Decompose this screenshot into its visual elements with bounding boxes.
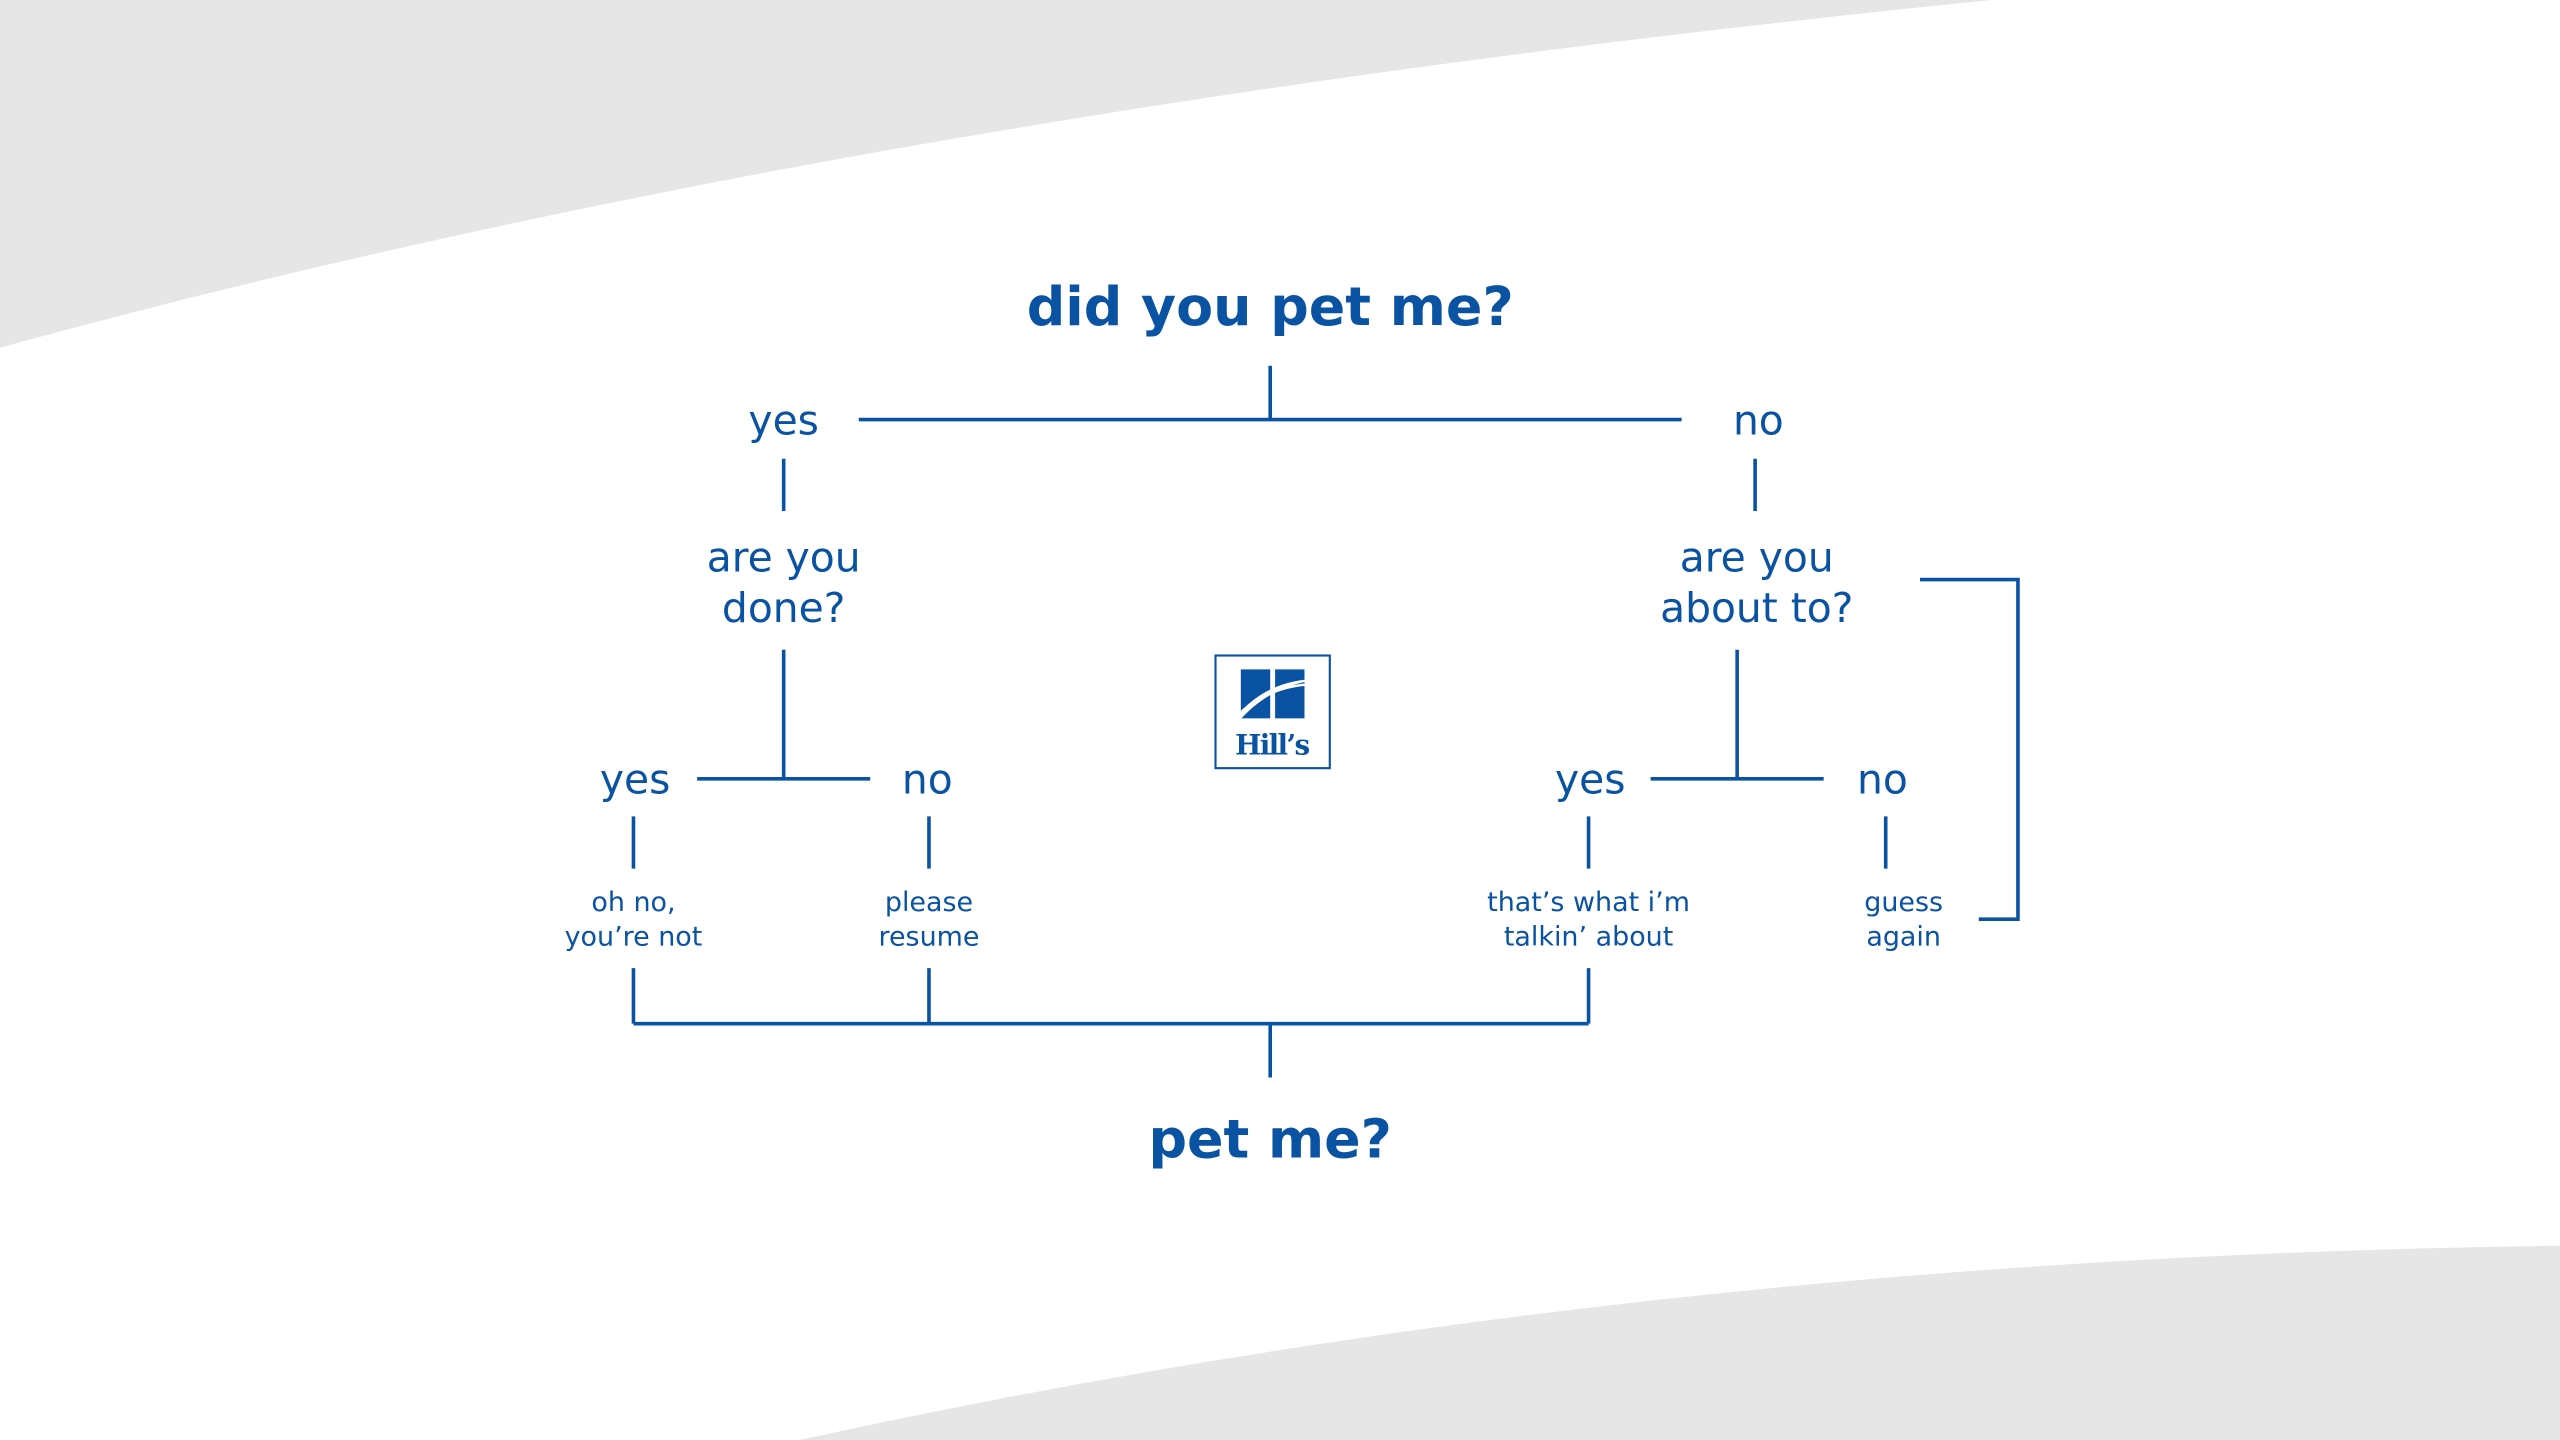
hills-logo-icon: Hill’s	[1214, 654, 1331, 770]
question-about-line2: about to?	[1660, 584, 1853, 632]
about-answer-yes: yes	[1555, 755, 1626, 803]
done-answer-yes: yes	[600, 755, 670, 803]
result-guess-line1: guess	[1864, 887, 1943, 918]
result-talkin-line1: that’s what i’m	[1487, 887, 1690, 918]
question-done-line1: are you	[707, 533, 861, 581]
question-about-line1: are you	[1680, 533, 1834, 581]
done-answer-no: no	[902, 755, 953, 803]
logo-text: Hill’s	[1235, 728, 1309, 761]
question-done-line2: done?	[722, 584, 845, 632]
result-resume-line2: resume	[879, 921, 980, 952]
result-oh-no-line2: you’re not	[565, 921, 703, 952]
background-shape-top	[0, 0, 1992, 348]
result-talkin-line2: talkin’ about	[1504, 921, 1673, 952]
background-shape-bottom	[800, 1245, 2560, 1440]
result-resume-line1: please	[885, 887, 973, 918]
connector-lines	[631, 365, 2020, 1078]
result-oh-no-line1: oh no,	[591, 887, 675, 918]
loop-back-line	[1920, 577, 2020, 921]
answer-yes: yes	[748, 396, 819, 444]
result-guess-line2: again	[1866, 921, 1941, 952]
about-answer-no: no	[1857, 755, 1908, 803]
title-question: did you pet me?	[1027, 275, 1514, 338]
answer-no: no	[1733, 396, 1784, 444]
conclusion: pet me?	[1148, 1108, 1391, 1171]
